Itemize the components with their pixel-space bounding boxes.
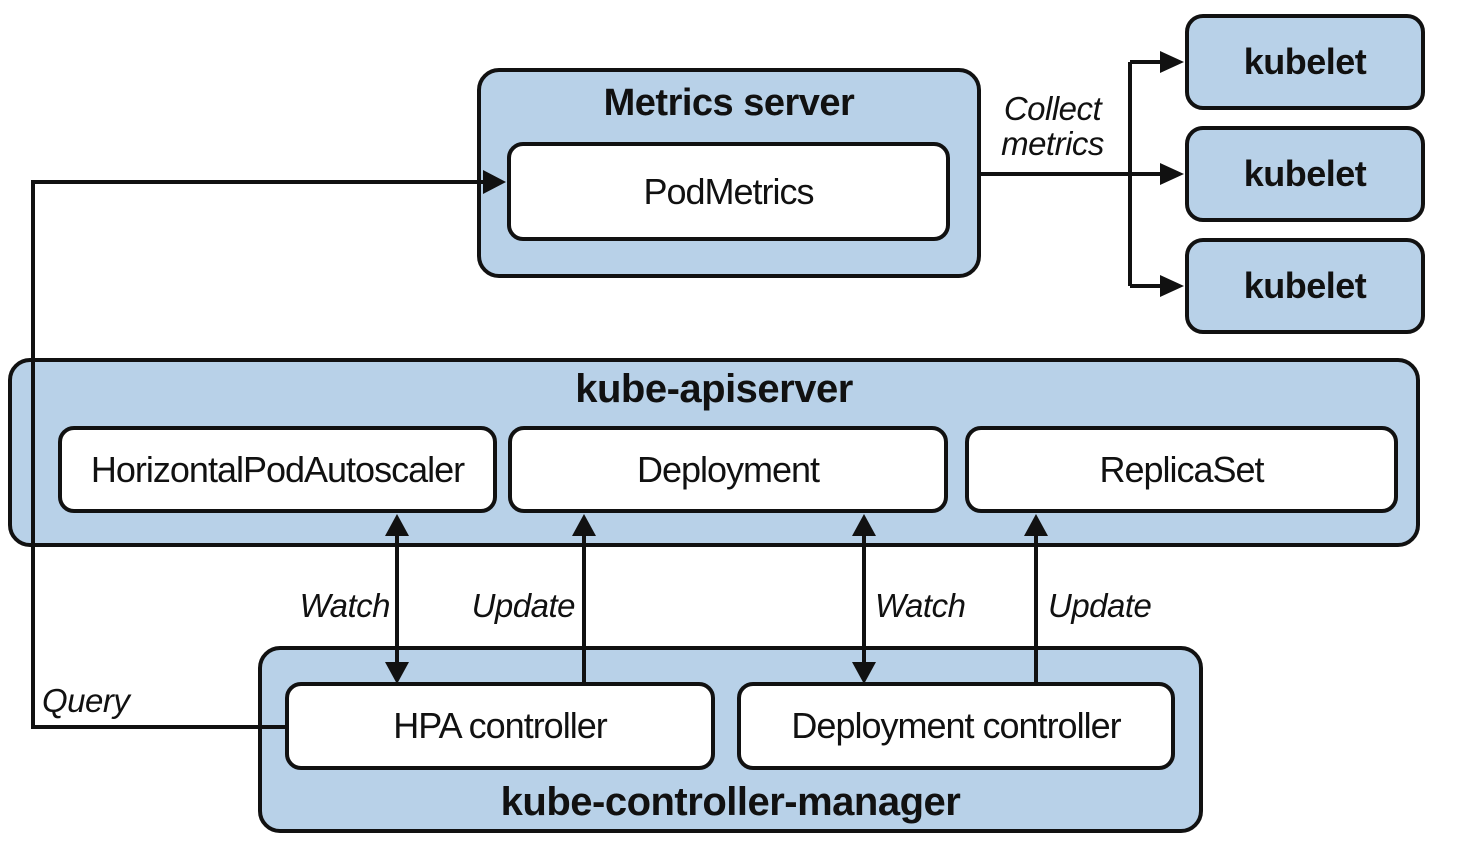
query-label: Query xyxy=(42,682,130,719)
kubelet-arrowhead-3 xyxy=(1160,275,1184,297)
kubelet-arrowhead-2 xyxy=(1160,163,1184,185)
collect-metrics-label-line1: Collect xyxy=(1003,90,1102,127)
kubelet-label: kubelet xyxy=(1243,265,1367,306)
deployment-resource-label: Deployment xyxy=(636,448,820,490)
hpa-controller-box: HPA controller xyxy=(285,682,715,770)
watch-deployment-label: Watch xyxy=(875,587,966,624)
kube-apiserver-title: kube-apiserver xyxy=(575,367,853,411)
kubelet-label: kubelet xyxy=(1243,153,1367,194)
kube-controller-manager-box: kube-controller-manager HPA controller D… xyxy=(258,646,1203,833)
collect-metrics-label-line2: metrics xyxy=(1001,124,1104,162)
kubelet-label: kubelet xyxy=(1243,41,1367,82)
deployment-resource-box: Deployment xyxy=(508,426,948,513)
update-deployment-label: Update xyxy=(471,587,576,624)
kube-apiserver-box: kube-apiserver HorizontalPodAutoscaler D… xyxy=(8,358,1420,547)
kube-controller-manager-title: kube-controller-manager xyxy=(500,780,961,824)
metrics-server-title: Metrics server xyxy=(603,82,855,124)
update-replicaset-label: Update xyxy=(1048,587,1152,624)
kubelet-arrowhead-1 xyxy=(1160,51,1184,73)
horizontalpodautoscaler-resource-label: HorizontalPodAutoscaler xyxy=(90,448,465,490)
podmetrics-label: PodMetrics xyxy=(643,170,814,212)
deployment-controller-box: Deployment controller xyxy=(737,682,1175,770)
kubelet-box-1: kubelet xyxy=(1185,14,1425,110)
hpa-controller-label: HPA controller xyxy=(393,705,607,746)
horizontalpodautoscaler-resource-box: HorizontalPodAutoscaler xyxy=(58,426,497,513)
kubelet-box-2: kubelet xyxy=(1185,126,1425,222)
replicaset-resource-label: ReplicaSet xyxy=(1099,448,1264,490)
metrics-server-box: Metrics server PodMetrics xyxy=(477,68,981,278)
podmetrics-box: PodMetrics xyxy=(507,142,950,241)
replicaset-resource-box: ReplicaSet xyxy=(965,426,1398,513)
deployment-controller-label: Deployment controller xyxy=(791,705,1121,746)
kubelet-box-3: kubelet xyxy=(1185,238,1425,334)
watch-hpa-label: Watch xyxy=(299,587,391,624)
collect-metrics-label: Collect metrics xyxy=(985,90,1120,162)
